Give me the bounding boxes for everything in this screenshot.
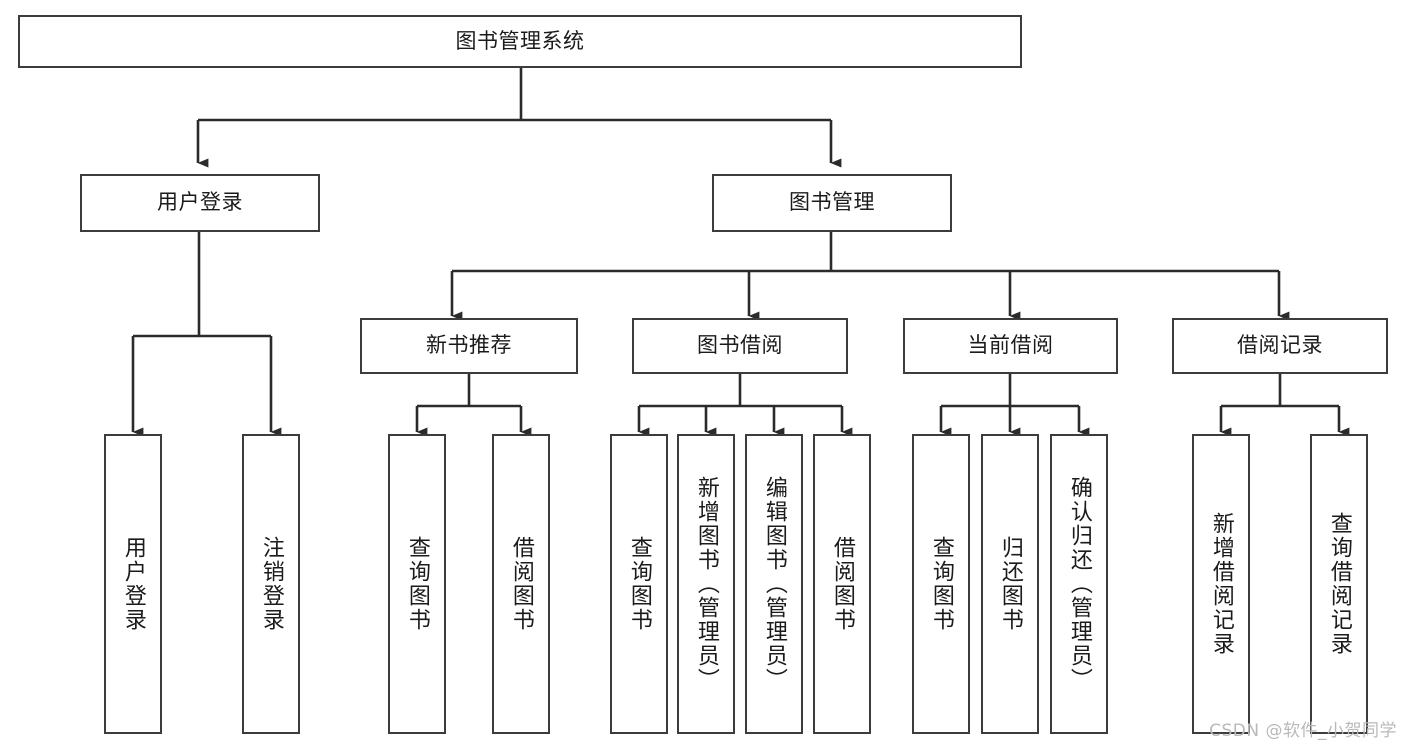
node-leaf-borrow-book-1-label: 借阅图书	[508, 536, 534, 632]
node-leaf-user-login[interactable]: 用户登录	[104, 434, 162, 734]
node-current-borrow[interactable]: 当前借阅	[903, 318, 1118, 374]
node-new-book-recommend-label: 新书推荐	[426, 333, 512, 358]
node-leaf-user-login-label: 用户登录	[120, 536, 146, 632]
node-leaf-confirm-return[interactable]: 确认归还（管理员）	[1050, 434, 1108, 734]
node-current-borrow-label: 当前借阅	[967, 333, 1054, 358]
node-leaf-query-book-3-label: 查询图书	[928, 536, 954, 632]
node-leaf-return-book[interactable]: 归还图书	[981, 434, 1039, 734]
node-user-login[interactable]: 用户登录	[80, 174, 320, 232]
node-root-label: 图书管理系统	[455, 28, 585, 53]
node-leaf-borrow-book-1[interactable]: 借阅图书	[492, 434, 550, 734]
node-leaf-add-record-label: 新增借阅记录	[1208, 512, 1234, 656]
node-leaf-query-record-label: 查询借阅记录	[1326, 512, 1352, 656]
node-borrow-record-label: 借阅记录	[1237, 333, 1323, 358]
node-user-login-label: 用户登录	[157, 190, 243, 215]
node-leaf-borrow-book-2-label: 借阅图书	[829, 536, 855, 632]
node-root[interactable]: 图书管理系统	[18, 15, 1022, 68]
watermark-text: CSDN @软件_小贺同学	[1209, 721, 1397, 741]
node-leaf-query-book-1[interactable]: 查询图书	[388, 434, 446, 734]
node-leaf-query-book-2-label: 查询图书	[626, 536, 652, 632]
node-leaf-query-record[interactable]: 查询借阅记录	[1310, 434, 1368, 734]
node-leaf-add-record[interactable]: 新增借阅记录	[1192, 434, 1250, 734]
node-leaf-query-book-1-label: 查询图书	[404, 536, 430, 632]
node-leaf-add-book-label: 新增图书（管理员）	[693, 476, 719, 692]
node-borrow-record[interactable]: 借阅记录	[1172, 318, 1388, 374]
node-leaf-edit-book-label: 编辑图书（管理员）	[761, 476, 787, 692]
node-leaf-return-book-label: 归还图书	[997, 536, 1023, 632]
node-leaf-borrow-book-2[interactable]: 借阅图书	[813, 434, 871, 734]
node-leaf-query-book-2[interactable]: 查询图书	[610, 434, 668, 734]
node-book-manage-label: 图书管理	[789, 190, 875, 215]
node-leaf-edit-book[interactable]: 编辑图书（管理员）	[745, 434, 803, 734]
node-leaf-user-logout[interactable]: 注销登录	[242, 434, 300, 734]
node-leaf-confirm-return-label: 确认归还（管理员）	[1066, 476, 1092, 692]
node-new-book-recommend[interactable]: 新书推荐	[360, 318, 578, 374]
node-leaf-add-book[interactable]: 新增图书（管理员）	[677, 434, 735, 734]
node-book-borrow-label: 图书借阅	[697, 333, 783, 358]
node-book-manage[interactable]: 图书管理	[712, 174, 952, 232]
node-book-borrow[interactable]: 图书借阅	[632, 318, 848, 374]
node-leaf-user-logout-label: 注销登录	[258, 536, 284, 632]
node-leaf-query-book-3[interactable]: 查询图书	[912, 434, 970, 734]
